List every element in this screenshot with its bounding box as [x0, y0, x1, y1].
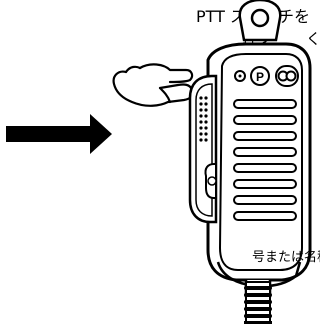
svg-text:P: P [256, 70, 264, 84]
caption-fragment: 号または名称 [252, 250, 320, 265]
cropped-text-fragment: く [306, 30, 320, 48]
right-arrow [6, 114, 112, 154]
speaker-grille [233, 99, 297, 221]
hanger-hook [238, 0, 282, 42]
top-buttons: P [234, 65, 299, 87]
cable-strain-relief [244, 281, 272, 324]
pointing-hand-icon [112, 63, 194, 107]
